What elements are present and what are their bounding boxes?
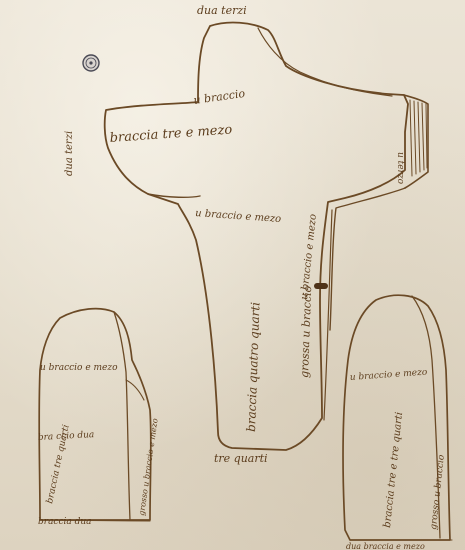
label-arm-upper: u braccio xyxy=(193,87,247,107)
label-mid-left: u braccio e mezo xyxy=(195,208,282,225)
label-ll-top: u braccio e mezo xyxy=(40,363,118,373)
label-ll-bottom: braccia dua xyxy=(38,517,92,527)
label-trunk-thick: grossa u braccio xyxy=(298,285,314,378)
label-trunk-vertical: braccia quatro quarti xyxy=(244,302,263,433)
label-lr-top: u braccio e mezo xyxy=(350,368,429,383)
label-lr-mid: braccia tre e tre quarti xyxy=(382,411,405,528)
label-lr-bottom: dua braccia e mezo xyxy=(346,542,425,550)
library-stamp-icon xyxy=(82,54,100,72)
label-bottom-center: tre quarti xyxy=(214,452,268,465)
cross-block xyxy=(103,21,429,451)
label-right-end: u terzo xyxy=(395,152,405,185)
ink-blot xyxy=(314,283,328,289)
cut-face-hatching xyxy=(409,99,428,177)
label-ll-side: grosso u braccio e mezo xyxy=(137,418,160,517)
lower-left-block xyxy=(38,307,152,522)
lower-right-block xyxy=(342,294,453,541)
label-left-side: dua terzi xyxy=(64,131,75,176)
label-top: dua terzi xyxy=(197,4,247,17)
label-ll-mid1: bra ccio dua xyxy=(38,430,95,443)
label-lr-side: grosso u braccio xyxy=(429,454,447,531)
label-arm-main: braccia tre e mezo xyxy=(109,122,233,146)
